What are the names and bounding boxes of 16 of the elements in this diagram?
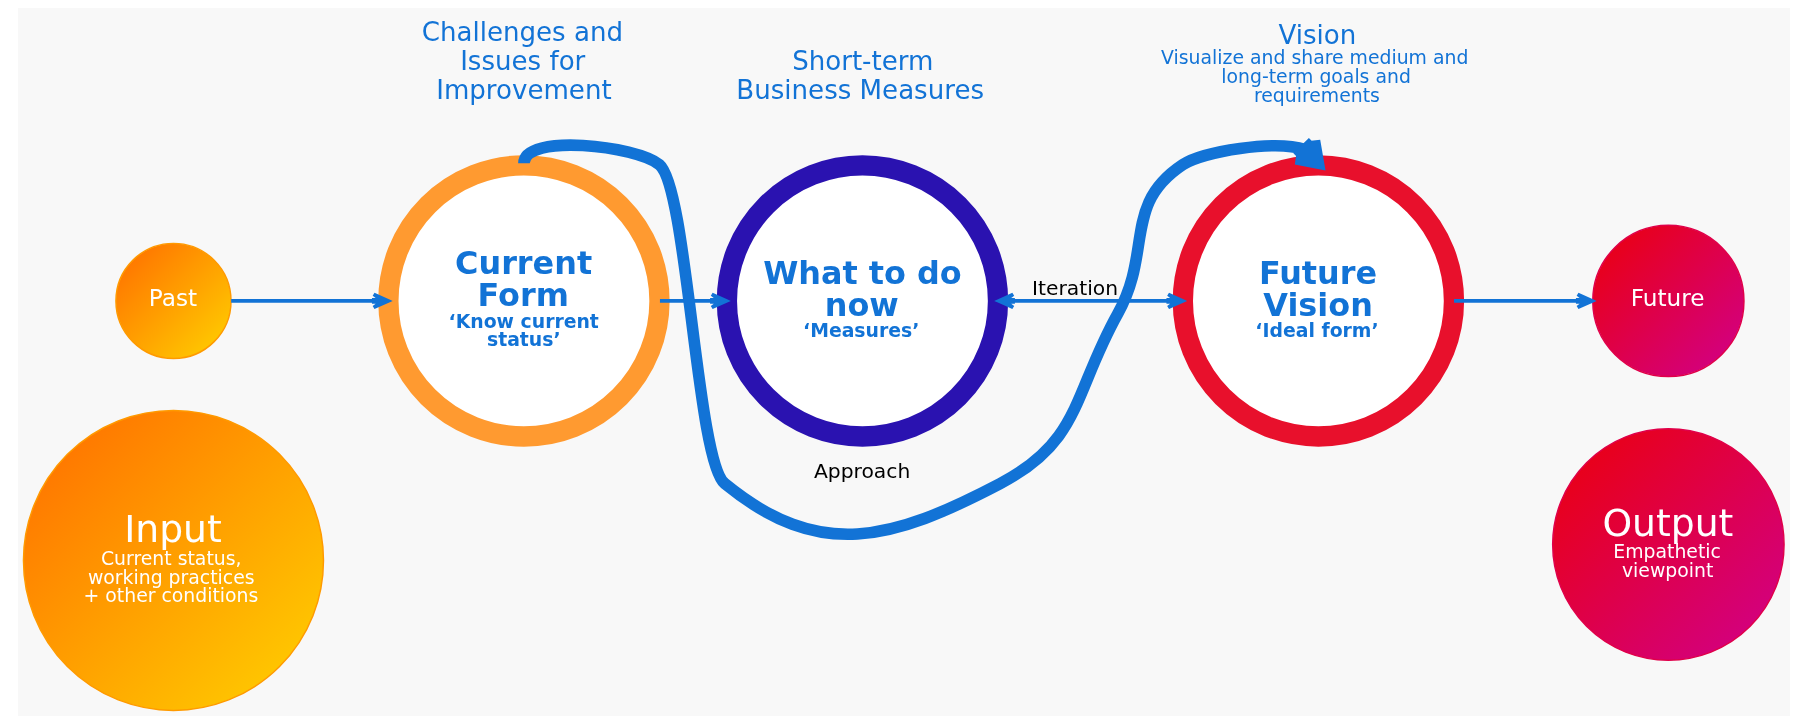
- edge-label: Iteration: [1032, 276, 1119, 301]
- node-label: Short-term Business Measures: [736, 45, 985, 105]
- node-circle: What to do now ‘Measures’: [716, 155, 1009, 447]
- arrow: [996, 292, 1185, 310]
- edge-label: Approach: [813, 459, 911, 484]
- node-circle: Future Vision ‘Ideal form’: [1172, 155, 1465, 447]
- node-circle: Future: [1592, 224, 1745, 378]
- node-circle: Past: [115, 242, 232, 360]
- node-circle: Output Empathetic viewpoint: [1551, 428, 1785, 661]
- arrow: [231, 292, 391, 310]
- node-label: Challenges and Issues for Improvement: [421, 16, 624, 105]
- node-label: Visualize and share medium and long-term goals and requirements: [1161, 47, 1469, 107]
- node-circle: Input Current status, working practices + other conditions: [22, 409, 325, 712]
- arrow: [659, 292, 729, 310]
- arrow: [1454, 292, 1595, 310]
- node-circle: Current Form ‘Know current status’: [378, 155, 670, 447]
